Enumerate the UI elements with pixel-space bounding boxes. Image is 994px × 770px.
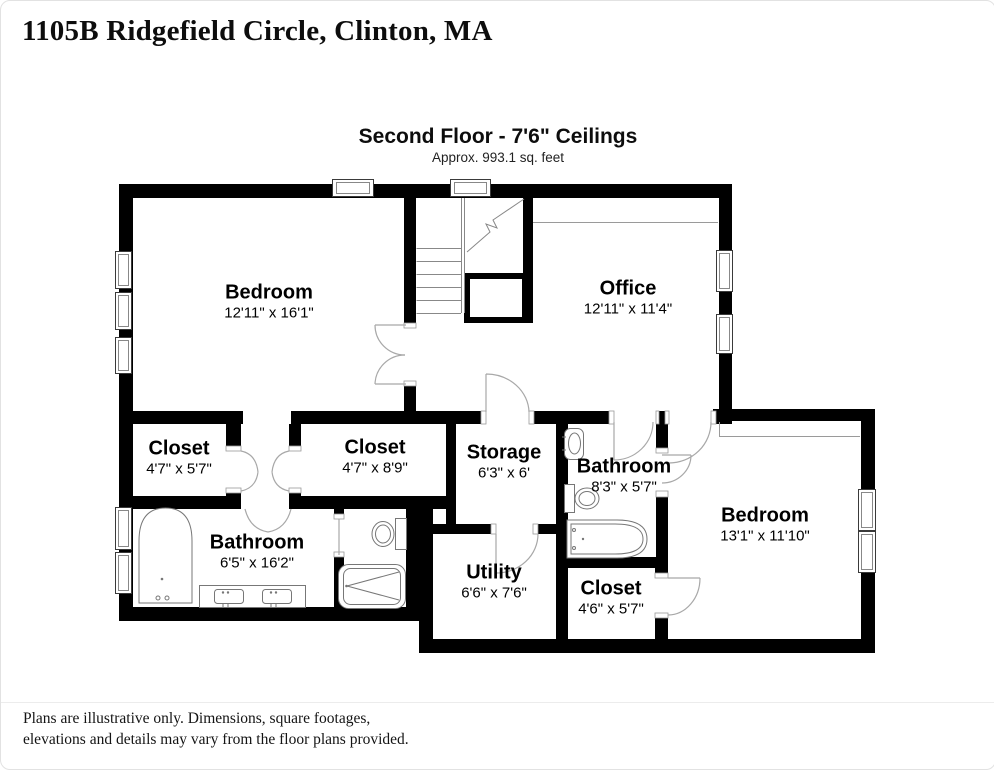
room-label-closet-2: Closet 4'7" x 8'9" bbox=[342, 436, 408, 477]
room-dimensions: 12'11" x 11'4" bbox=[583, 300, 673, 318]
room-name: Closet bbox=[344, 436, 406, 459]
room-name: Storage bbox=[466, 441, 542, 464]
footer-divider bbox=[1, 702, 994, 703]
room-dimensions: 13'1" x 11'10" bbox=[720, 527, 810, 545]
room-name: Bedroom bbox=[225, 281, 313, 304]
room-dimensions: 4'6" x 5'7" bbox=[578, 600, 644, 618]
room-label-storage: Storage 6'3" x 6' bbox=[466, 441, 542, 482]
floor-title: Second Floor - 7'6" Ceilings bbox=[358, 125, 638, 148]
disclaimer-line-1: Plans are illustrative only. Dimensions,… bbox=[23, 710, 371, 727]
disclaimer-line-2: elevations and details may vary from the… bbox=[23, 731, 409, 748]
disclaimer: Plans are illustrative only. Dimensions,… bbox=[23, 708, 409, 750]
room-name: Bathroom bbox=[576, 455, 672, 478]
room-dimensions: 4'7" x 8'9" bbox=[342, 459, 408, 477]
room-name: Office bbox=[599, 277, 657, 300]
under-stair-closet bbox=[470, 279, 522, 317]
toilet-tank bbox=[395, 518, 407, 550]
sink bbox=[262, 589, 292, 604]
door-swings bbox=[240, 324, 712, 616]
fixtures bbox=[138, 428, 648, 609]
room-label-closet-3: Closet 4'6" x 5'7" bbox=[578, 577, 644, 618]
room-name: Bedroom bbox=[721, 504, 809, 527]
room-label-bathroom-small: Bathroom 8'3" x 5'7" bbox=[576, 455, 672, 496]
bathtub bbox=[566, 519, 648, 559]
room-label-bathroom-master: Bathroom 6'5" x 16'2" bbox=[209, 531, 305, 572]
floor-area-note: Approx. 993.1 sq. feet bbox=[431, 150, 565, 165]
room-dimensions: 4'7" x 5'7" bbox=[146, 460, 212, 478]
room-label-utility: Utility 6'6" x 7'6" bbox=[461, 561, 527, 602]
window-frames bbox=[118, 182, 873, 591]
room-label-bedroom-2: Bedroom 13'1" x 11'10" bbox=[720, 504, 810, 545]
page-title: 1105B Ridgefield Circle, Clinton, MA bbox=[22, 15, 493, 47]
door-jambs bbox=[225, 322, 717, 619]
bathtub bbox=[138, 507, 193, 604]
room-name: Closet bbox=[148, 437, 210, 460]
ceiling-lines bbox=[533, 222, 860, 437]
room-label-closet-1: Closet 4'7" x 5'7" bbox=[146, 437, 212, 478]
toilet-tank bbox=[564, 484, 575, 513]
room-label-bedroom-1: Bedroom 12'11" x 16'1" bbox=[224, 281, 314, 322]
room-name: Utility bbox=[466, 561, 522, 584]
room-name: Bathroom bbox=[209, 531, 305, 554]
staircase bbox=[416, 198, 525, 314]
room-dimensions: 12'11" x 16'1" bbox=[224, 304, 314, 322]
room-label-office: Office 12'11" x 11'4" bbox=[583, 277, 673, 318]
room-dimensions: 6'5" x 16'2" bbox=[220, 554, 294, 572]
room-dimensions: 8'3" x 5'7" bbox=[591, 478, 657, 496]
sink bbox=[214, 589, 244, 604]
room-name: Closet bbox=[580, 577, 642, 600]
room-dimensions: 6'3" x 6' bbox=[478, 464, 530, 482]
windows bbox=[115, 179, 876, 594]
room-dimensions: 6'6" x 7'6" bbox=[461, 584, 527, 602]
